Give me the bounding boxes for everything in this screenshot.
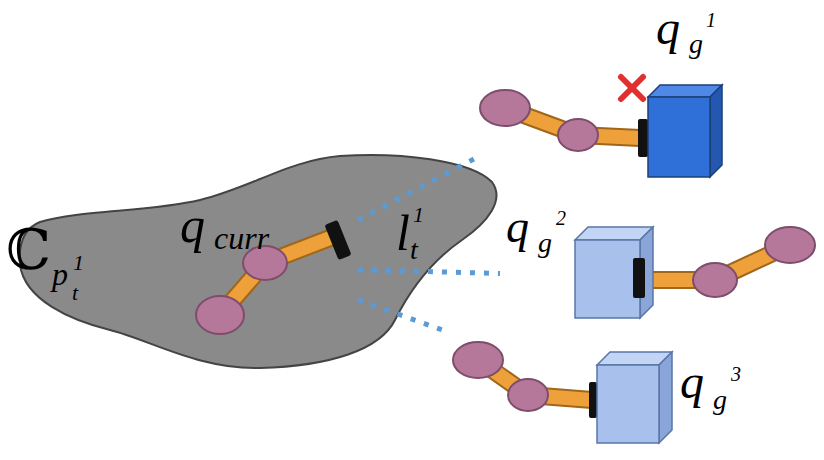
math-symbol: l: [396, 208, 410, 258]
arm-joint: [453, 342, 503, 378]
target-box: [575, 240, 640, 318]
goal-arm-3: [453, 342, 672, 443]
arm-joint: [508, 379, 548, 411]
math-index: t: [410, 236, 418, 264]
math-symbol: q: [180, 200, 205, 250]
math-index: g: [713, 386, 727, 414]
math-index: 1: [413, 204, 424, 226]
goal-arm-1: [480, 77, 722, 177]
math-symbol: q: [680, 358, 704, 406]
math-index: g: [689, 30, 703, 58]
gripper: [638, 119, 648, 157]
arm-joint: [693, 263, 737, 297]
arm-joint: [480, 90, 530, 126]
box-side: [659, 352, 672, 443]
math-symbol: ℂ: [6, 222, 51, 278]
math-index: 1: [73, 252, 84, 274]
math-index: t: [72, 282, 78, 304]
current-config: qcurr: [178, 200, 358, 335]
arm-joint: [765, 227, 815, 263]
free-region: ℂpt1qcurr: [0, 150, 500, 375]
target-box: [597, 365, 659, 443]
arm-joint: [558, 119, 598, 151]
configuration-region: [20, 155, 497, 368]
math-symbol: q: [506, 204, 529, 250]
arm-joint: [196, 296, 244, 334]
infeasible-mark: [621, 77, 643, 99]
math-index: curr: [214, 222, 269, 254]
math-symbol: q: [656, 4, 680, 52]
goal-config: qg3: [445, 330, 775, 450]
box-side: [710, 85, 722, 177]
math-index: 3: [731, 364, 741, 384]
target-box: [648, 97, 710, 177]
math-index: 2: [556, 208, 566, 228]
goal-config: qg2: [500, 215, 815, 340]
goal-config: qg1: [478, 0, 728, 182]
infeasible-mark: [621, 77, 643, 99]
math-index: 1: [706, 10, 716, 30]
math-index: p: [52, 258, 68, 290]
goal-arm-2: [575, 227, 815, 318]
math-index: g: [538, 229, 552, 257]
gripper: [633, 258, 645, 298]
gripper: [589, 382, 597, 418]
